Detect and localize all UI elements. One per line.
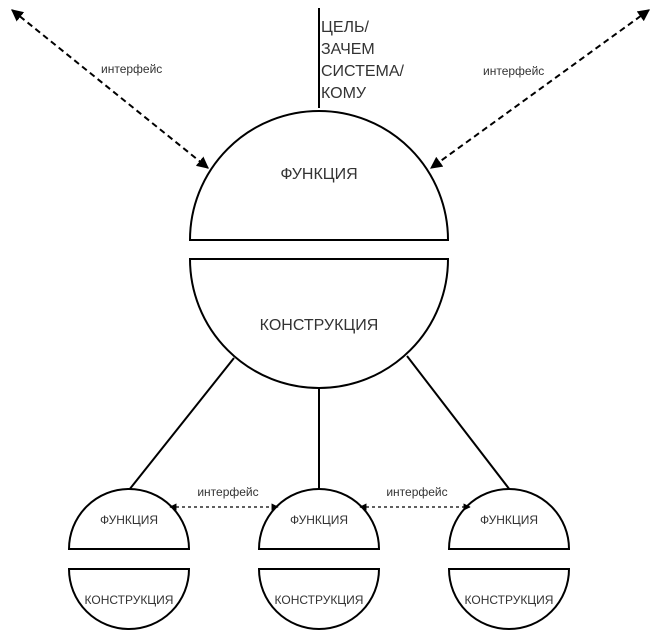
subsystem-construction-shape xyxy=(67,568,191,630)
main-construction-label: КОНСТРУКЦИЯ xyxy=(260,317,379,334)
purpose-line: КОМУ xyxy=(321,85,367,102)
interface-label-top-right: интерфейс xyxy=(483,64,544,78)
subsystem-function-label: ФУНКЦИЯ xyxy=(480,513,538,527)
subsystem-construction-label: КОНСТРУКЦИЯ xyxy=(465,593,554,607)
interface-label-bottom-right: интерфейс xyxy=(386,485,447,499)
subsystem-function-label: ФУНКЦИЯ xyxy=(290,513,348,527)
purpose-line: ЦЕЛЬ/ xyxy=(321,19,370,36)
main-construction-shape xyxy=(188,258,450,389)
subsystem-construction-label: КОНСТРУКЦИЯ xyxy=(85,593,174,607)
subsystem-function-shape xyxy=(447,488,571,550)
interface-label-top-left: интерфейс xyxy=(101,62,162,76)
main-function-shape xyxy=(188,110,450,241)
subsystem-function-label: ФУНКЦИЯ xyxy=(100,513,158,527)
subsystem-function-shape xyxy=(67,488,191,550)
interface-label-bottom-left: интерфейс xyxy=(197,485,258,499)
purpose-text: ЦЕЛЬ/ ЗАЧЕМ СИСТЕМА/ КОМУ xyxy=(321,19,408,102)
connector-right xyxy=(406,355,511,491)
interface-arrow-top-right xyxy=(430,9,650,169)
subsystem-construction-shape xyxy=(257,568,381,630)
subsystem-construction-label: КОНСТРУКЦИЯ xyxy=(275,593,364,607)
purpose-line: ЗАЧЕМ xyxy=(321,41,375,58)
purpose-line: СИСТЕМА/ xyxy=(321,63,405,80)
subsystem-function-shape xyxy=(257,488,381,550)
subsystem-construction-shape xyxy=(447,568,571,630)
main-function-label: ФУНКЦИЯ xyxy=(280,166,357,183)
connector-left xyxy=(128,357,235,491)
interface-arrow-top-left xyxy=(11,9,209,169)
